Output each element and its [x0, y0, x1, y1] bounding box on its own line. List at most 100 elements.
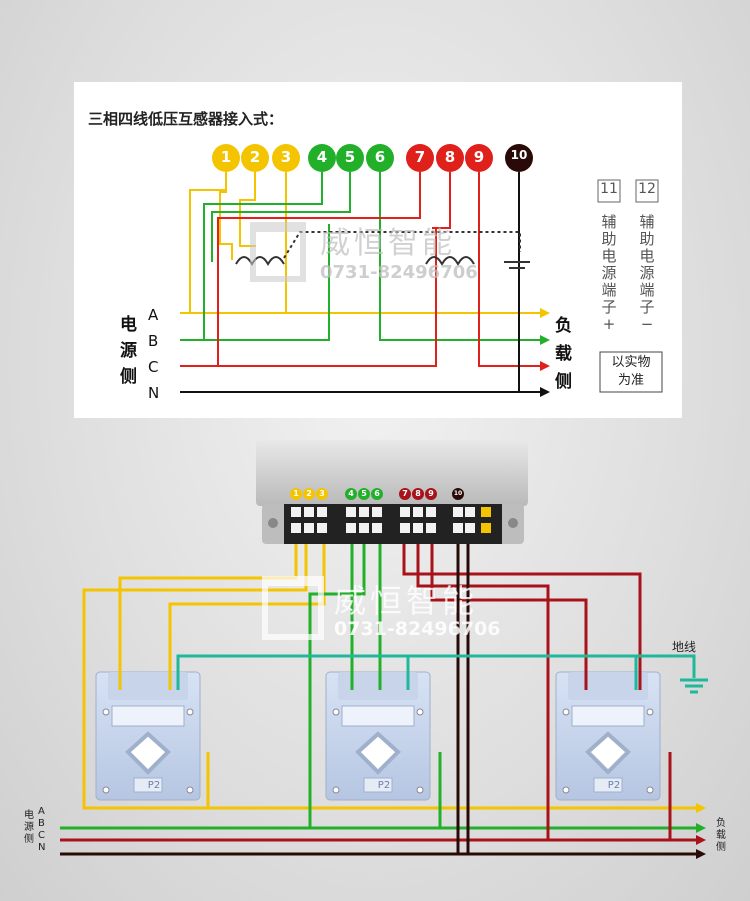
meter-terminal-dot-10 [452, 488, 464, 500]
meter-terminal-label-4: 4 [348, 489, 354, 498]
meter-terminal-dot-4 [345, 488, 357, 500]
top-terminal-circle-9 [465, 144, 493, 172]
top-terminal-label-10: 10 [510, 148, 528, 162]
top-terminal-label-4: 4 [316, 148, 328, 166]
meter-screw [413, 523, 423, 533]
top-terminal-label-7: 7 [414, 148, 426, 166]
note-box [599, 351, 663, 393]
meter-terminal-dot-9 [425, 488, 437, 500]
current-transformers [95, 671, 661, 801]
meter-terminal-dot-7 [399, 488, 411, 500]
meter-screw [359, 523, 369, 533]
current-transformer-b [325, 671, 431, 801]
aux-left-label: 辅助电源端子+ [601, 213, 617, 333]
aux-terminal-12: 12 [638, 181, 656, 197]
meter-terminal-label-2: 2 [306, 489, 312, 498]
ground-label: 地线 [672, 640, 697, 654]
meter-terminal-label-10: 10 [453, 490, 463, 497]
meter-terminal-number-dots [290, 488, 464, 500]
meter-terminal-dot-8 [412, 488, 424, 500]
top-terminal-circle-10 [505, 144, 533, 172]
meter-terminal-label-1: 1 [293, 489, 299, 498]
meter-terminal-dot-3 [316, 488, 328, 500]
top-diagram-title: 三相四线低压互感器接入式： [88, 110, 284, 128]
meter-screw [465, 507, 475, 517]
bottom-load-side-label: 负 载 侧 [716, 818, 726, 853]
watermark-brand-top: 威恒智能 [320, 226, 456, 261]
bottom-source-side-label: 电 源 侧 [24, 810, 34, 845]
meter-terminal-label-9: 9 [428, 489, 434, 498]
top-terminal-circles [212, 144, 533, 172]
top-terminal-label-6: 6 [374, 148, 386, 166]
ct-label-a: P2 [147, 780, 161, 791]
aux-terminal-11: 11 [600, 181, 618, 197]
meter-screw [465, 523, 475, 533]
top-source-side-label: 电 源 侧 [120, 315, 137, 387]
meter-screw [481, 523, 491, 533]
top-terminal-label-5: 5 [344, 148, 356, 166]
top-terminal-label-3: 3 [280, 148, 292, 166]
aux-right-label: 辅助电源端子− [639, 213, 655, 333]
meter-screw [372, 523, 382, 533]
meter-screw [372, 507, 382, 517]
meter-screw [400, 523, 410, 533]
meter-screw [453, 507, 463, 517]
top-load-side-label: 负 载 侧 [555, 316, 572, 392]
top-terminal-label-8: 8 [444, 148, 456, 166]
top-terminal-label-1: 1 [220, 148, 232, 166]
meter-screw [317, 507, 327, 517]
note-text: 以实物 为准 [611, 355, 651, 388]
meter-screw [346, 523, 356, 533]
meter-screw [400, 507, 410, 517]
meter-terminal-block [256, 440, 528, 544]
meter-screw [426, 507, 436, 517]
meter-screw [426, 523, 436, 533]
meter-terminal-label-5: 5 [361, 489, 367, 498]
top-terminal-circle-4 [308, 144, 336, 172]
meter-screw [317, 523, 327, 533]
top-terminal-circle-6 [366, 144, 394, 172]
top-terminal-circle-5 [336, 144, 364, 172]
top-terminal-label-2: 2 [249, 148, 261, 166]
watermark-phone-top: 0731-82496706 [320, 262, 478, 283]
meter-screw [359, 507, 369, 517]
watermark-phone-bottom: 0731-82496706 [334, 618, 501, 640]
meter-screw [481, 507, 491, 517]
bottom-load-arrows [696, 803, 706, 859]
top-load-arrows [540, 308, 550, 397]
meter-terminal-dot-1 [290, 488, 302, 500]
watermark-logo-bottom [262, 576, 324, 640]
ct-label-b: P2 [377, 780, 391, 791]
current-transformer-a [95, 671, 201, 801]
top-terminal-label-9: 9 [473, 148, 485, 166]
meter-terminal-label-6: 6 [374, 489, 380, 498]
top-terminal-circle-1 [212, 144, 240, 172]
ct-label-c: P2 [607, 780, 621, 791]
top-terminal-circle-7 [406, 144, 434, 172]
aux-terminal-12-box [635, 179, 659, 203]
meter-screw [304, 523, 314, 533]
bottom-wires [60, 544, 708, 856]
aux-terminal-11-box [597, 179, 621, 203]
meter-terminal-dot-5 [358, 488, 370, 500]
current-transformer-c [555, 671, 661, 801]
meter-terminal-dot-2 [303, 488, 315, 500]
meter-screw [413, 507, 423, 517]
top-terminal-circle-3 [272, 144, 300, 172]
top-terminal-circle-2 [241, 144, 269, 172]
meter-terminal-label-3: 3 [319, 489, 325, 498]
top-diagram-panel [74, 82, 682, 418]
meter-screw [304, 507, 314, 517]
bottom-phase-labels: A B C N [38, 806, 46, 853]
watermark-logo-top [250, 222, 306, 282]
watermark-brand-bottom: 威恒智能 [334, 582, 479, 620]
top-wires [180, 172, 540, 393]
meter-terminal-dot-6 [371, 488, 383, 500]
meter-terminal-label-7: 7 [402, 489, 408, 498]
top-phase-labels: A B C N [148, 306, 160, 402]
meter-screw [453, 523, 463, 533]
meter-screw [346, 507, 356, 517]
meter-terminal-label-8: 8 [415, 489, 421, 498]
